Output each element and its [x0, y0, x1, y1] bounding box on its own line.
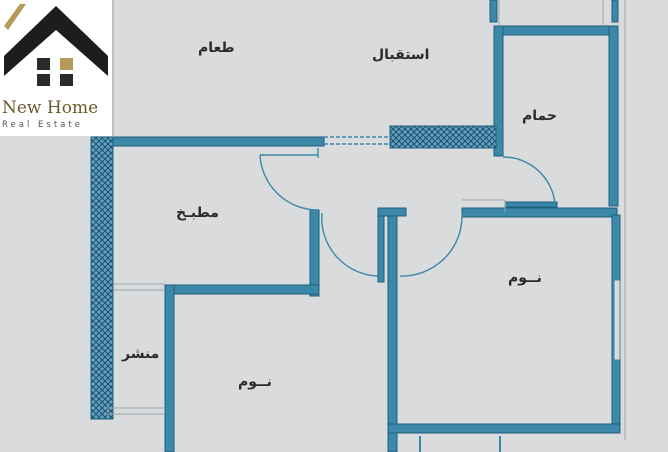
wall-top-right [493, 25, 617, 36]
brand-logo: New Home Real Estate [0, 0, 112, 136]
door-bedroom-right [399, 214, 463, 277]
door-bathroom [502, 156, 556, 205]
door-kitchen [259, 154, 319, 211]
wall-kitchen-top [103, 136, 325, 147]
room-label-dining: طعام [198, 40, 235, 56]
wall-central-cap [377, 207, 407, 217]
wall-kitchen-bottom [164, 284, 320, 295]
wall-bedroom-right-top [461, 207, 618, 218]
wall-outer-right-stub [611, 0, 619, 23]
room-label-bathroom: حمام [522, 108, 557, 124]
logo-tagline: Real Estate [2, 120, 83, 130]
room-label-kitchen: مطبـخ [176, 205, 219, 221]
wall-bath-top-stub [489, 0, 498, 23]
wall-kitchen-right [309, 209, 320, 297]
room-label-reception: استقبال [372, 47, 430, 63]
wall-hatched-reception [389, 125, 497, 149]
room-label-bedroom-left: نــوم [238, 374, 272, 390]
wall-outer-right-window [613, 279, 621, 361]
wall-bath-bottom [504, 201, 558, 208]
wall-central-right [387, 211, 398, 452]
wall-hatched-left [90, 136, 114, 420]
door-bedroom-left [321, 212, 379, 277]
wall-central-left [377, 211, 385, 283]
wall-bedroom-right-bottom [387, 423, 621, 434]
logo-brand-name: New Home [2, 98, 99, 118]
room-label-laundry: منشر [122, 346, 160, 362]
wall-outer-right-top [608, 25, 619, 207]
wall-bedroom-left-left [164, 284, 175, 452]
house-icon [4, 4, 108, 86]
room-label-bedroom-right: نــوم [508, 270, 542, 286]
